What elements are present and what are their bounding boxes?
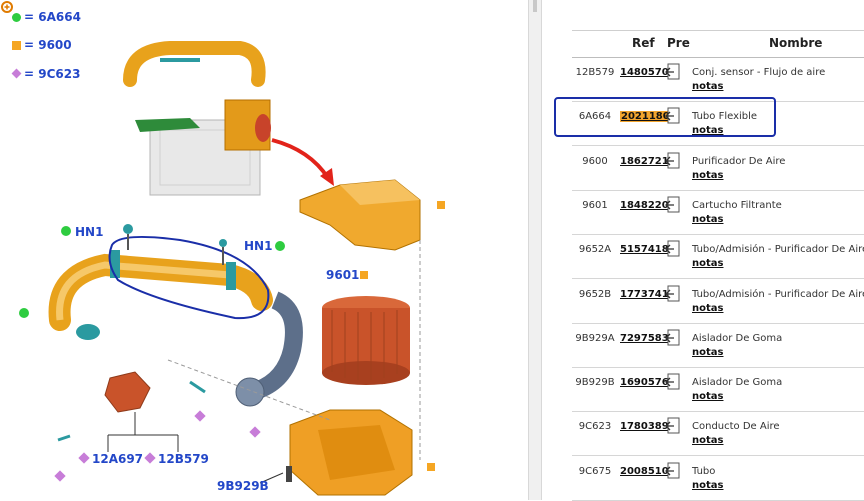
table-row[interactable]: 12B579 1480570 Conj. sensor - Flujo de air…: [572, 57, 864, 102]
replace-icon[interactable]: [665, 63, 681, 81]
ref-link[interactable]: 2008510: [620, 465, 669, 477]
engine-illustration: [123, 41, 271, 196]
part-code: 9601: [582, 199, 608, 211]
part-name: Tubo/Admisión - Purificador De Aire: [692, 288, 864, 300]
part-code: 9B929B: [575, 377, 615, 389]
ref-link[interactable]: 7297583: [620, 332, 669, 344]
part-code: 9652A: [578, 244, 612, 256]
part-code: 6A664: [578, 111, 612, 123]
callout-hn1-left[interactable]: HN1: [75, 225, 104, 239]
table-row[interactable]: 6A664 2021180 Tubo Flexible notas: [572, 101, 864, 147]
notes-link[interactable]: notas: [692, 125, 724, 137]
notes-link[interactable]: notas: [692, 391, 724, 403]
callout-9601[interactable]: 9601: [326, 268, 360, 282]
table-row[interactable]: 9B929B 1690576 Aislador De Goma notas: [572, 367, 864, 413]
legend-label-9c623: = 9C623: [24, 67, 81, 81]
callout-hn1-right[interactable]: HN1: [244, 239, 273, 253]
legend-label-6a664: = 6A664: [24, 10, 81, 24]
part-name: Tubo Flexible: [692, 111, 758, 123]
callout-9b929b[interactable]: 9B929B: [217, 479, 269, 493]
part-name: Aislador De Goma: [692, 332, 783, 344]
notes-link[interactable]: notas: [692, 435, 724, 447]
notes-link[interactable]: notas: [692, 213, 724, 225]
part-name: Conducto De Aire: [692, 421, 780, 433]
header-name[interactable]: Nombre: [769, 36, 823, 50]
selection-annotation: [554, 97, 776, 137]
replace-icon[interactable]: [665, 152, 681, 170]
header-ref[interactable]: Ref: [632, 36, 655, 50]
callout-12a697[interactable]: 12A697: [92, 452, 144, 466]
parts-diagram[interactable]: = 6A664 = 9600 = 9C623: [0, 0, 528, 500]
ref-link[interactable]: 1690576: [620, 377, 669, 389]
notes-link[interactable]: notas: [692, 169, 724, 181]
diagram-drawing: [19, 41, 445, 496]
table-row[interactable]: 9601 1848220 Cartucho Filtrante notas: [572, 190, 864, 235]
notes-link[interactable]: notas: [692, 258, 724, 270]
ref-link[interactable]: 1773741: [620, 288, 669, 300]
splitter-grip[interactable]: [533, 0, 537, 12]
part-name: Conj. sensor - Flujo de aire: [692, 67, 826, 78]
replace-icon[interactable]: [665, 196, 681, 214]
airbox-cover: [299, 179, 421, 251]
table-row[interactable]: 9600 1862721 Purificador De Aire notas: [572, 146, 864, 191]
ref-link[interactable]: 1480570: [620, 67, 669, 78]
part-name: Aislador De Goma: [692, 377, 783, 389]
part-name: Tubo: [692, 465, 716, 477]
replace-icon[interactable]: [665, 285, 681, 303]
table-row[interactable]: 9B929A 7297583 Aislador De Goma notas: [572, 323, 864, 368]
replace-icon[interactable]: [665, 240, 681, 258]
ref-link[interactable]: 1780389: [620, 421, 669, 433]
legend-circle-icon: [12, 13, 21, 22]
airbox-base: [289, 409, 413, 496]
replace-icon[interactable]: [665, 462, 681, 480]
part-name: Purificador De Aire: [692, 155, 786, 167]
notes-link[interactable]: notas: [692, 81, 724, 92]
legend-label-9600: = 9600: [24, 38, 72, 52]
replace-icon[interactable]: [665, 329, 681, 347]
part-name: Cartucho Filtrante: [692, 199, 782, 211]
table-row[interactable]: 9C675 2008510 Tubo notas: [572, 456, 864, 501]
notes-link[interactable]: notas: [692, 346, 724, 358]
intake-tube: [48, 250, 303, 407]
table-row[interactable]: 9652A 5157418 Tubo/Admisión - Purificador …: [572, 234, 864, 280]
notes-link[interactable]: notas: [692, 302, 724, 314]
table-header: Ref Pre Nombre: [572, 30, 864, 58]
part-code: 9652B: [578, 288, 612, 300]
ref-link[interactable]: 5157418: [620, 244, 669, 256]
replace-icon[interactable]: [665, 107, 681, 125]
replace-icon[interactable]: [665, 417, 681, 435]
legend-square-icon: [12, 41, 21, 50]
ref-link[interactable]: 1862721: [620, 155, 669, 167]
table-row[interactable]: 9652B 1773741 Tubo/Admisión - Purificador …: [572, 279, 864, 324]
panel-splitter[interactable]: [528, 0, 542, 500]
table-row[interactable]: 9C623 1780389 Conducto De Aire notas: [572, 411, 864, 457]
part-code: 9B929A: [575, 332, 615, 344]
replace-icon[interactable]: [665, 373, 681, 391]
ref-link[interactable]: 1848220: [620, 199, 669, 211]
callout-12b579[interactable]: 12B579: [158, 452, 209, 466]
notes-link[interactable]: notas: [692, 479, 724, 491]
part-name: Tubo/Admisión - Purificador De Aire: [692, 244, 864, 256]
parts-list-panel: Ref Pre Nombre 12B579 1480570 Conj. sensor…: [542, 0, 864, 501]
zoom-icon[interactable]: [1, 0, 15, 14]
filter-cartridge: [322, 296, 410, 385]
ref-link[interactable]: 2021180: [620, 111, 671, 123]
part-code: 9C623: [578, 421, 612, 433]
part-code: 9600: [582, 155, 608, 167]
part-code: 9C675: [578, 465, 612, 477]
part-code: 12B579: [575, 67, 615, 78]
header-pre[interactable]: Pre: [667, 36, 690, 50]
